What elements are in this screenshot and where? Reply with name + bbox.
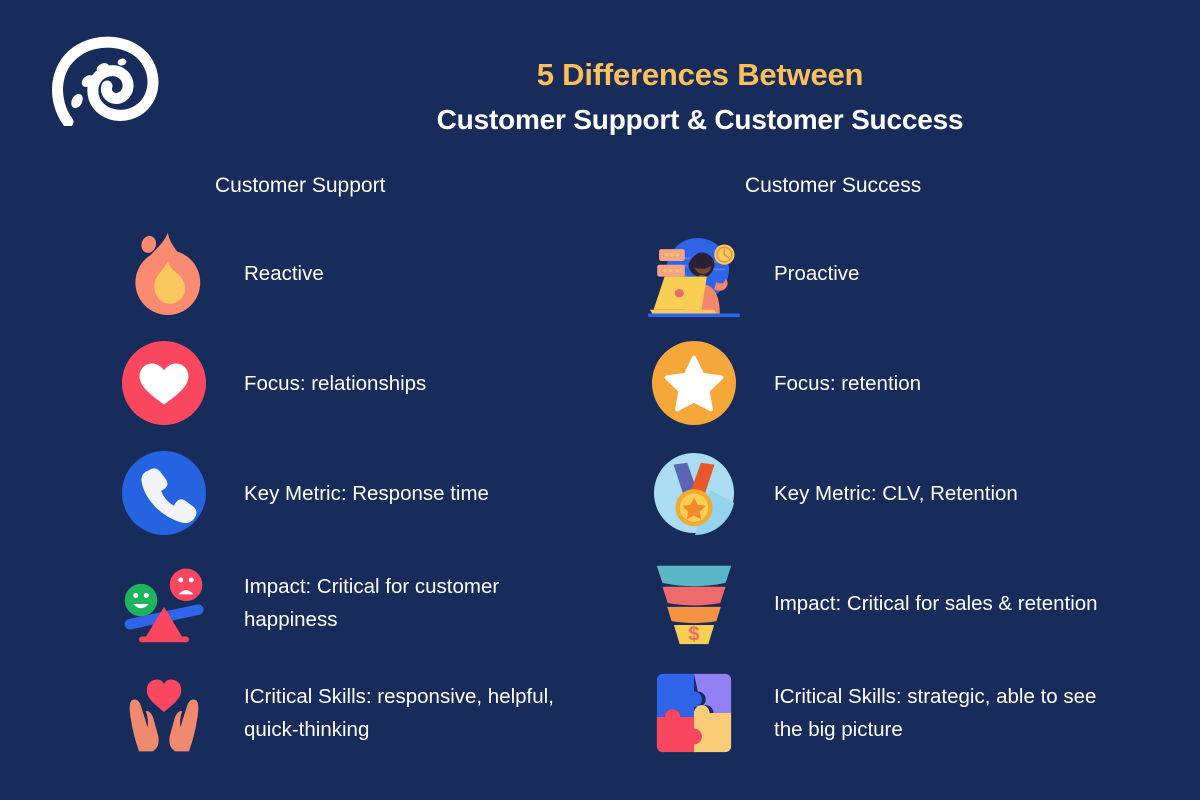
heart-circle-icon (118, 337, 210, 429)
row-3-success-label: Key Metric: CLV, Retention (774, 481, 1018, 505)
hands-heart-icon (118, 667, 210, 759)
row-1-support-label: Reactive (244, 261, 324, 285)
row-1-success-cell: Proactive (648, 218, 1148, 328)
column-header-customer-support: Customer Support (215, 174, 386, 197)
row-3-support-cell: Key Metric: Response time (118, 438, 618, 548)
person-laptop-illustration (648, 227, 740, 319)
comparison-row: ICritical Skills: responsive, helpful, q… (0, 658, 1200, 768)
row-4-support-cell: Impact: Critical for customer happiness (118, 548, 618, 658)
row-2-success-cell: Focus: retention (648, 328, 1148, 438)
title-block: 5 Differences Between Customer Support &… (200, 52, 1200, 142)
puzzle-pieces-icon (648, 667, 740, 759)
comparison-grid: Reactive (0, 218, 1200, 768)
phone-circle-icon (118, 447, 210, 539)
row-4-support-label: Impact: Critical for customer happiness (244, 575, 500, 631)
row-1-support-cell: Reactive (118, 218, 618, 328)
comparison-row: Key Metric: Response time Key Metric: CL… (0, 438, 1200, 548)
star-circle-icon (648, 337, 740, 429)
seesaw-balance-icon (118, 557, 210, 649)
row-2-support-cell: Focus: relationships (118, 328, 618, 438)
row-2-support-label: Focus: relationships (244, 371, 427, 395)
row-4-success-label: Impact: Critical for sales & retention (774, 591, 1098, 615)
row-5-support-label: ICritical Skills: responsive, helpful, q… (244, 685, 554, 741)
svg-text:$: $ (688, 623, 699, 645)
sales-funnel-icon: $ (648, 557, 740, 649)
row-4-success-cell: $ Impact: Critical for sales & retention (648, 548, 1148, 658)
medal-icon (648, 447, 740, 539)
comparison-row: Reactive (0, 218, 1200, 328)
row-1-success-label: Proactive (774, 261, 860, 285)
comparison-row: Impact: Critical for customer happiness … (0, 548, 1200, 658)
spiral-wave-logo (46, 34, 166, 128)
column-headers: Customer Support Customer Success (0, 174, 1200, 208)
page-title-primary: 5 Differences Between (536, 57, 864, 92)
row-3-success-cell: Key Metric: CLV, Retention (648, 438, 1148, 548)
comparison-row: Focus: relationships Focus: retention (0, 328, 1200, 438)
row-2-success-label: Focus: retention (774, 371, 921, 395)
row-5-support-cell: ICritical Skills: responsive, helpful, q… (118, 658, 618, 768)
page-title-secondary: Customer Support & Customer Success (436, 104, 964, 135)
row-5-success-cell: ICritical Skills: strategic, able to see… (648, 658, 1148, 768)
header: 5 Differences Between Customer Support &… (0, 0, 1200, 155)
row-3-support-label: Key Metric: Response time (244, 481, 489, 505)
flame-icon (118, 227, 210, 319)
column-header-customer-success: Customer Success (745, 174, 922, 197)
row-5-success-label: ICritical Skills: strategic, able to see… (774, 685, 1097, 741)
